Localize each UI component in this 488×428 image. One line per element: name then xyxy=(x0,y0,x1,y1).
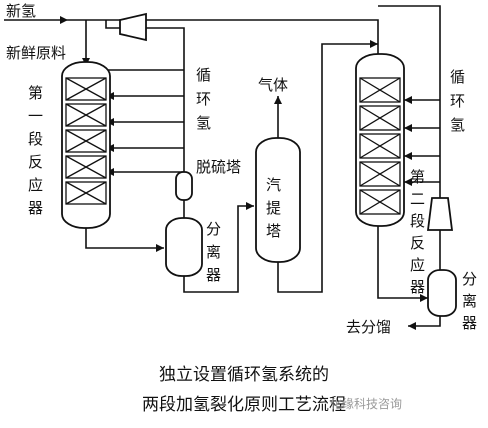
desulfurizer-vessel xyxy=(175,171,193,201)
svg-text:离: 离 xyxy=(462,292,477,310)
svg-text:反: 反 xyxy=(28,153,43,171)
compressor-right-icon xyxy=(426,197,454,231)
arrow-r2-q3 xyxy=(404,152,412,160)
label-stage2-reactor: 第 二 段 反 应 器 xyxy=(410,168,425,296)
flow-arrows xyxy=(60,16,428,330)
label-gas: 气体 xyxy=(258,76,288,94)
label-separator-right: 分 离 器 xyxy=(462,270,477,332)
svg-text:二: 二 xyxy=(410,190,425,208)
svg-text:段: 段 xyxy=(28,130,43,148)
arrow-r2-q4 xyxy=(404,178,412,186)
arrow-to-fractionation xyxy=(408,322,416,330)
svg-text:塔: 塔 xyxy=(266,222,281,240)
label-to-fractionation: 去分馏 xyxy=(346,318,391,336)
label-recycle-h2-left: 循 环 氢 xyxy=(196,66,211,132)
svg-text:分: 分 xyxy=(206,220,221,238)
arrow-sep1-in xyxy=(156,244,164,252)
svg-text:器: 器 xyxy=(28,199,43,217)
label-stripper: 汽 提 塔 xyxy=(266,176,281,240)
stage2-quench-header xyxy=(404,99,440,183)
arrow-stripper-in xyxy=(246,202,254,210)
right-recycle-loop xyxy=(378,5,441,274)
watermark-text: 化缘科技咨询 xyxy=(330,396,402,411)
svg-text:应: 应 xyxy=(28,176,43,194)
reactor2-outlet-line xyxy=(377,226,428,299)
stage2-reactor xyxy=(355,53,405,227)
svg-text:分: 分 xyxy=(462,270,477,288)
caption-line-2: 两段加氢裂化原则工艺流程 xyxy=(142,395,346,415)
svg-text:器: 器 xyxy=(462,314,477,332)
svg-text:离: 离 xyxy=(206,243,221,261)
arrow-r2-q1 xyxy=(404,96,412,104)
svg-text:反: 反 xyxy=(410,234,425,252)
stage1-quench-header xyxy=(86,69,184,173)
svg-text:环: 环 xyxy=(450,92,465,110)
compressor-left-icon xyxy=(119,12,147,42)
label-separator-left: 分 离 器 xyxy=(206,220,221,284)
label-stage1-reactor: 第 一 段 反 应 器 xyxy=(28,84,43,217)
svg-text:应: 应 xyxy=(410,256,425,274)
piping xyxy=(4,5,441,327)
arrow-sep2-in xyxy=(420,294,428,302)
svg-text:第: 第 xyxy=(28,84,43,102)
arrow-r2-in xyxy=(370,40,378,48)
stage1-reactor xyxy=(61,61,111,229)
svg-text:循: 循 xyxy=(196,66,211,84)
svg-text:一: 一 xyxy=(28,107,43,125)
svg-text:提: 提 xyxy=(266,199,281,217)
stripper-bottom-line xyxy=(277,43,378,293)
arrow-r2-q2 xyxy=(404,124,412,132)
svg-text:氢: 氢 xyxy=(196,114,211,132)
left-recycle-loop xyxy=(105,20,185,218)
svg-text:环: 环 xyxy=(196,90,211,108)
label-fresh-feed: 新鲜原料 xyxy=(6,44,66,62)
svg-text:器: 器 xyxy=(410,278,425,296)
arrow-gas-up xyxy=(274,96,282,104)
svg-text:循: 循 xyxy=(450,68,465,86)
label-new-hydrogen: 新氢 xyxy=(6,2,36,20)
label-recycle-h2-right: 循 环 氢 xyxy=(450,68,465,134)
separator-left-vessel xyxy=(165,217,203,277)
separator-left-outlet xyxy=(183,205,254,293)
arrow-h2-right xyxy=(60,16,68,24)
svg-text:段: 段 xyxy=(410,212,425,230)
label-desulfurizer: 脱硫塔 xyxy=(196,158,241,176)
svg-text:第: 第 xyxy=(410,168,425,186)
svg-text:氢: 氢 xyxy=(450,116,465,134)
stripper-vessel xyxy=(255,137,301,263)
svg-text:汽: 汽 xyxy=(266,176,281,194)
svg-text:器: 器 xyxy=(206,266,221,284)
caption-line-1: 独立设置循环氢系统的 xyxy=(159,365,329,385)
separator-right-vessel xyxy=(427,269,457,317)
reactor1-outlet-line xyxy=(85,226,164,249)
